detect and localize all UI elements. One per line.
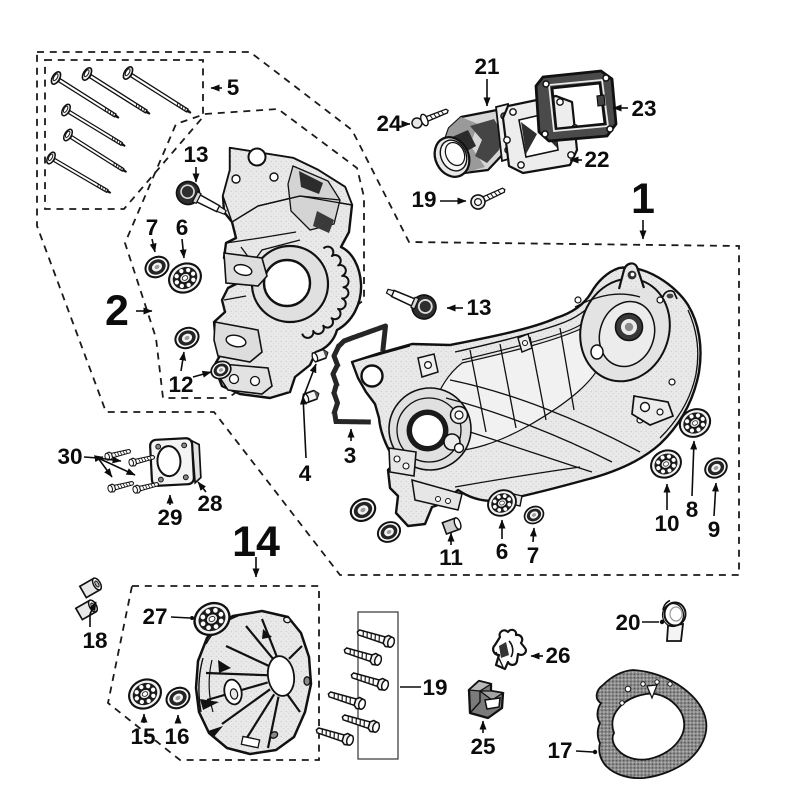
svg-text:27: 27 (142, 604, 167, 629)
svg-text:25: 25 (470, 734, 495, 759)
svg-text:10: 10 (654, 511, 679, 536)
svg-text:8: 8 (686, 497, 699, 522)
svg-text:11: 11 (439, 545, 463, 570)
svg-text:24: 24 (376, 111, 402, 136)
svg-text:13: 13 (466, 295, 491, 320)
svg-text:21: 21 (474, 54, 499, 79)
svg-text:15: 15 (130, 724, 155, 749)
svg-text:7: 7 (146, 215, 159, 240)
svg-text:23: 23 (631, 96, 656, 121)
svg-text:4: 4 (299, 461, 312, 486)
svg-text:2: 2 (105, 287, 129, 335)
svg-text:6: 6 (496, 539, 509, 564)
svg-text:13: 13 (183, 142, 208, 167)
svg-text:19: 19 (411, 187, 436, 212)
svg-text:9: 9 (708, 517, 721, 542)
svg-text:1: 1 (631, 175, 655, 223)
svg-text:7: 7 (527, 543, 540, 568)
svg-text:28: 28 (197, 491, 222, 516)
svg-text:20: 20 (615, 610, 640, 635)
svg-text:17: 17 (547, 738, 572, 763)
svg-text:30: 30 (57, 444, 82, 469)
svg-text:12: 12 (168, 372, 193, 397)
svg-text:3: 3 (344, 443, 357, 468)
svg-text:18: 18 (82, 628, 107, 653)
svg-text:29: 29 (157, 505, 182, 530)
svg-text:19: 19 (422, 675, 447, 700)
svg-text:5: 5 (227, 75, 240, 100)
svg-text:26: 26 (545, 643, 570, 668)
svg-text:16: 16 (164, 724, 189, 749)
svg-text:14: 14 (232, 518, 280, 566)
svg-text:22: 22 (584, 147, 609, 172)
svg-text:6: 6 (176, 215, 189, 240)
